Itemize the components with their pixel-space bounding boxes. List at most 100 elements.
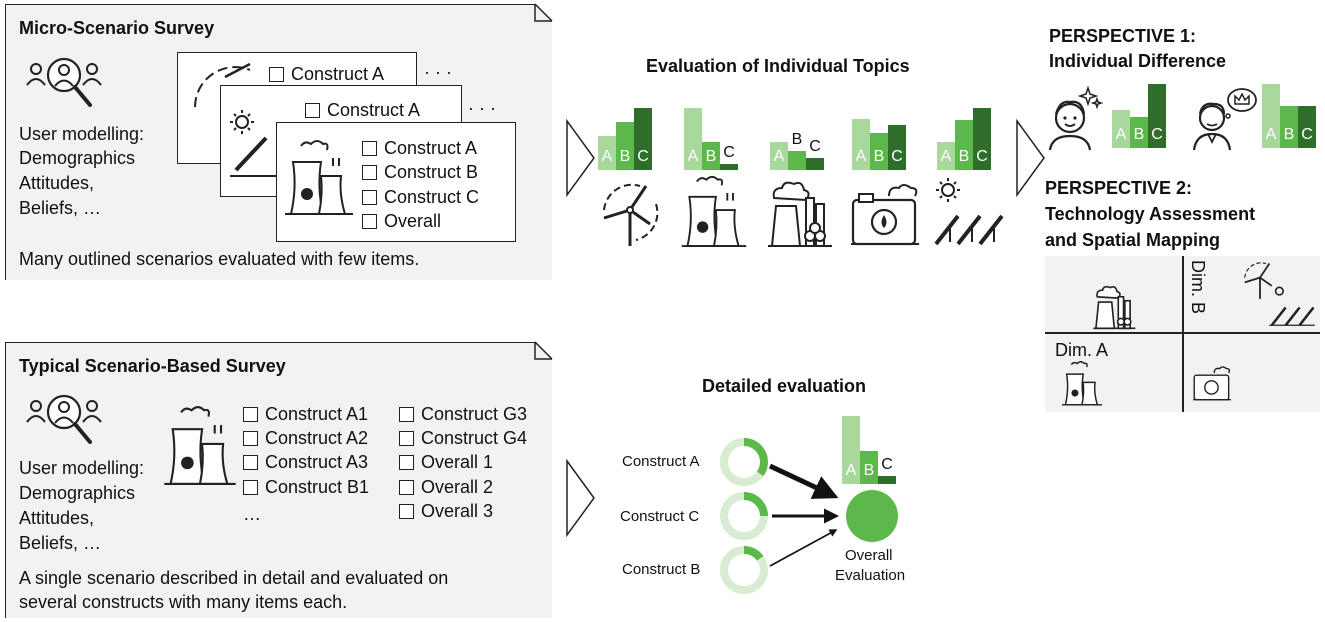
- arrow-construct-b: [769, 529, 838, 567]
- card-front-item-3: Construct C: [362, 187, 479, 208]
- detailed-bar-a: [842, 416, 860, 484]
- topic-1-bar-c: [634, 108, 652, 170]
- topic-2-bar-a: [684, 108, 702, 170]
- user-modelling-line-3: Attitudes,: [19, 508, 95, 528]
- topic-4-bar-label-b: B: [873, 148, 885, 165]
- typical-caption-line-1: A single scenario described in detail an…: [19, 568, 449, 588]
- spatial-map-v-axis: [1182, 256, 1184, 412]
- typical-caption-line-2: several constructs with many items each.: [19, 592, 348, 612]
- topic-2-bar-b: [702, 142, 720, 170]
- checkbox[interactable]: [305, 103, 320, 118]
- nuclear-plant-icon: [164, 406, 236, 485]
- topic-1-bar-b: [616, 122, 634, 170]
- typical-survey-panel: [5, 342, 552, 618]
- topic-1-bar-a: [598, 136, 616, 170]
- perspective1-group-2-bar-b: [1280, 106, 1298, 148]
- construct-ring-fill: [720, 546, 768, 594]
- micro-survey-title: Micro-Scenario Survey: [19, 18, 215, 38]
- typical-col1-more: …: [243, 504, 261, 524]
- nuclear-plant-icon: [1061, 361, 1103, 406]
- solar-panel-icon: [1269, 286, 1315, 326]
- solar-panel-icon: [934, 178, 1004, 246]
- topic-4-bar-b: [870, 133, 888, 170]
- construct-ring-fill: [720, 492, 768, 540]
- user-modelling-line-2: Demographics: [19, 483, 136, 503]
- topic-1-bar-label-c: C: [637, 148, 649, 165]
- perspective1-group-1-bar-label-c: C: [1151, 126, 1163, 143]
- topic-3-bar-c: [806, 158, 824, 170]
- perspective2-title-line-2: Technology Assessment: [1045, 204, 1256, 224]
- checkbox[interactable]: [399, 407, 414, 422]
- topic-3-bar-label-c: C: [809, 138, 821, 155]
- typical-col2-item-5: Overall 3: [399, 501, 493, 522]
- topic-4-bar-a: [852, 119, 870, 170]
- card-back-item: Construct A: [269, 64, 384, 85]
- checkbox[interactable]: [243, 480, 258, 495]
- wind-turbine-icon: [194, 62, 251, 108]
- topic-5-bar-a: [937, 142, 955, 170]
- perspective1-group-2-bar-label-c: C: [1301, 126, 1313, 143]
- construct-c-label: Construct C: [620, 508, 700, 525]
- checkbox[interactable]: [243, 431, 258, 446]
- spatial-map-h-axis: [1045, 332, 1320, 334]
- topic-5-bar-c: [973, 108, 991, 170]
- wind-turbine-icon: [603, 183, 659, 246]
- gas-plant-icon: [851, 184, 919, 246]
- gas-plant-icon: [1193, 366, 1231, 401]
- user-modelling-line-3: Attitudes,: [19, 173, 95, 193]
- ellipsis: · · ·: [468, 98, 496, 118]
- wind-turbine-icon: [1244, 262, 1273, 299]
- perspective2-title-line-3: and Spatial Mapping: [1045, 230, 1221, 250]
- card-front-item-1: Construct A: [362, 138, 477, 159]
- typical-survey-fold: [534, 341, 553, 360]
- topic-3-bar-a: [770, 142, 788, 170]
- checkbox[interactable]: [243, 407, 258, 422]
- checkbox[interactable]: [243, 455, 258, 470]
- micro-survey-caption: Many outlined scenarios evaluated with f…: [19, 249, 420, 269]
- micro-survey-fold: [534, 3, 553, 22]
- perspective1-group-1-bar-c: [1148, 84, 1166, 148]
- checkbox[interactable]: [362, 190, 377, 205]
- topic-5-bar-label-a: A: [940, 148, 952, 165]
- typical-col2-item-2: Construct G4: [399, 428, 527, 449]
- detailed-bar-label-a: A: [845, 462, 857, 479]
- checkbox[interactable]: [399, 431, 414, 446]
- perspective1-group-1-bar-b: [1130, 117, 1148, 148]
- arrow-construct-a: [768, 463, 839, 499]
- checkbox[interactable]: [399, 480, 414, 495]
- typical-col1-item-4: Construct B1: [243, 477, 369, 498]
- checkbox[interactable]: [269, 67, 284, 82]
- checkbox[interactable]: [362, 214, 377, 229]
- topic-2-bar-c: [720, 164, 738, 170]
- perspective1-group-1-bar-label-b: B: [1133, 126, 1145, 143]
- person-thinking-icon: [1048, 85, 1104, 151]
- checkbox[interactable]: [399, 455, 414, 470]
- detailed-bar-b: [860, 451, 878, 484]
- person-king-icon: [1192, 88, 1257, 151]
- flow-chevron-top: [566, 118, 595, 198]
- individual-topics-title: Evaluation of Individual Topics: [646, 56, 910, 76]
- card-front-item-4: Overall: [362, 211, 441, 232]
- checkbox[interactable]: [399, 504, 414, 519]
- detailed-bar-label-c: C: [881, 456, 893, 473]
- perspective1-group-1-bar-label-a: A: [1115, 126, 1127, 143]
- solar-sun-icon: [230, 110, 276, 177]
- perspective2-title-line-1: PERSPECTIVE 2:: [1045, 178, 1193, 198]
- checkbox[interactable]: [362, 141, 377, 156]
- perspective1-title-line-2: Individual Difference: [1049, 51, 1227, 71]
- topic-4-bar-label-a: A: [855, 148, 867, 165]
- detailed-bar-label-b: B: [863, 462, 875, 479]
- typical-col2-item-4: Overall 2: [399, 477, 493, 498]
- topic-1-bar-label-b: B: [619, 148, 631, 165]
- overall-evaluation-circle: [846, 490, 898, 542]
- user-modelling-icon: [26, 394, 102, 444]
- topic-4-bar-label-c: C: [891, 148, 903, 165]
- construct-a-label: Construct A: [622, 453, 700, 470]
- nuclear-plant-icon: [681, 175, 747, 248]
- dim-a-label: Dim. A: [1055, 340, 1109, 360]
- card-mid-item: Construct A: [305, 100, 420, 121]
- flow-chevron-bottom: [566, 458, 595, 538]
- checkbox[interactable]: [362, 165, 377, 180]
- topic-1-bar-label-a: A: [601, 148, 613, 165]
- perspective1-group-2-bar-label-a: A: [1265, 126, 1277, 143]
